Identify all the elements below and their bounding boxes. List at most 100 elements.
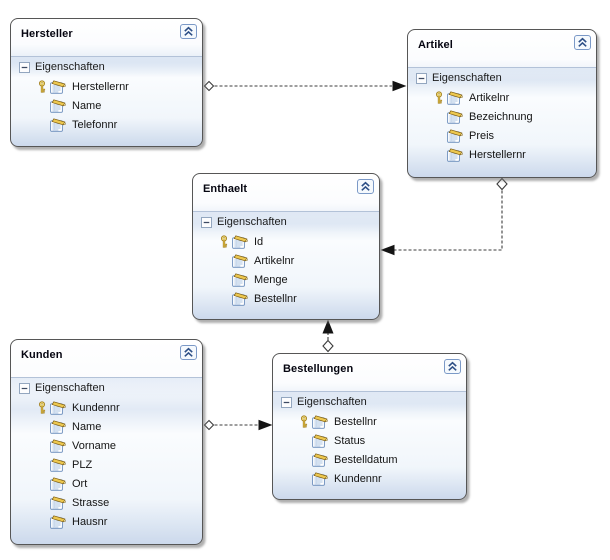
minus-box-icon[interactable] <box>416 73 427 84</box>
property-row[interactable]: Bestellnr <box>273 412 466 431</box>
entity-header: Artikel <box>408 30 596 67</box>
minus-box-icon[interactable] <box>281 397 292 408</box>
property-row[interactable]: Bestelldatum <box>273 450 466 469</box>
scalar-property-icon <box>447 129 463 143</box>
minus-box-icon[interactable] <box>19 62 30 73</box>
chevron-double-up-icon <box>180 345 197 360</box>
property-list: Artikelnr Bezeichnung Preis Herstellernr <box>408 88 596 164</box>
key-icon <box>37 80 47 93</box>
entity-header: Enthaelt <box>193 174 379 211</box>
property-name: Kundennr <box>72 401 120 414</box>
property-row[interactable]: Name <box>11 96 202 115</box>
property-row[interactable]: Bestellnr <box>193 289 379 308</box>
property-name: Status <box>334 434 366 447</box>
scalar-property-icon <box>232 273 248 287</box>
entity-artikel[interactable]: Artikel Eigenschaften Artikelnr Bezeichn… <box>407 29 597 178</box>
key-icon <box>299 415 309 428</box>
property-name: Id <box>254 235 264 248</box>
scalar-property-icon <box>312 434 328 448</box>
property-row[interactable]: Name <box>11 417 202 436</box>
property-name: Hausnr <box>72 515 108 528</box>
property-name: Bestellnr <box>254 292 297 305</box>
section-header-eigenschaften[interactable]: Eigenschaften <box>408 67 596 88</box>
entity-kunden[interactable]: Kunden Eigenschaften Kundennr Name <box>10 339 203 545</box>
collapse-entity-button[interactable] <box>574 35 591 50</box>
property-list: Id Artikelnr Menge Bestellnr <box>193 232 379 308</box>
collapse-entity-button[interactable] <box>444 359 461 374</box>
scalar-property-icon <box>50 99 66 113</box>
property-row[interactable]: Telefonnr <box>11 115 202 134</box>
property-row[interactable]: Artikelnr <box>193 251 379 270</box>
relationship-hersteller-artikel[interactable] <box>203 80 407 92</box>
property-row[interactable]: Herstellernr <box>11 77 202 96</box>
scalar-property-icon <box>50 458 66 472</box>
entity-hersteller[interactable]: Hersteller Eigenschaften Herstellernr Na… <box>10 18 203 147</box>
property-row[interactable]: Hausnr <box>11 512 202 531</box>
scalar-property-icon <box>50 420 66 434</box>
entity-bestellungen[interactable]: Bestellungen Eigenschaften Bestellnr Sta… <box>272 353 467 500</box>
property-row[interactable]: Id <box>193 232 379 251</box>
property-row[interactable]: Vorname <box>11 436 202 455</box>
property-row[interactable]: Artikelnr <box>408 88 596 107</box>
property-row[interactable]: Preis <box>408 126 596 145</box>
property-row[interactable]: Kundennr <box>11 398 202 417</box>
scalar-property-icon <box>50 80 66 94</box>
entity-title: Enthaelt <box>203 183 248 195</box>
property-name: Strasse <box>72 496 110 509</box>
section-header-eigenschaften[interactable]: Eigenschaften <box>273 391 466 412</box>
scalar-property-icon <box>447 110 463 124</box>
property-name: Artikelnr <box>469 91 510 104</box>
scalar-property-icon <box>447 91 463 105</box>
collapse-entity-button[interactable] <box>357 179 374 194</box>
property-name: Bestellnr <box>334 415 377 428</box>
minus-box-icon[interactable] <box>201 217 212 228</box>
property-row[interactable]: Menge <box>193 270 379 289</box>
collapse-entity-button[interactable] <box>180 345 197 360</box>
property-name: Menge <box>254 273 288 286</box>
property-name: Name <box>72 99 102 112</box>
relationship-bestellungen-enthaelt[interactable] <box>322 319 334 353</box>
scalar-property-icon <box>312 453 328 467</box>
property-row[interactable]: Herstellernr <box>408 145 596 164</box>
property-row[interactable]: Strasse <box>11 493 202 512</box>
property-name: Name <box>72 420 102 433</box>
key-icon <box>434 91 444 104</box>
scalar-property-icon <box>50 515 66 529</box>
property-row[interactable]: Kundennr <box>273 469 466 488</box>
relationship-artikel-enthaelt[interactable] <box>380 177 508 256</box>
entity-title: Hersteller <box>21 28 73 40</box>
property-list: Kundennr Name Vorname PLZ Ort <box>11 398 202 531</box>
property-name: Ort <box>72 477 88 490</box>
entity-title: Kunden <box>21 349 63 361</box>
property-name: Telefonnr <box>72 118 118 131</box>
section-header-eigenschaften[interactable]: Eigenschaften <box>11 377 202 398</box>
chevron-double-up-icon <box>357 179 374 194</box>
section-label: Eigenschaften <box>35 382 105 394</box>
collapse-entity-button[interactable] <box>180 24 197 39</box>
minus-box-icon[interactable] <box>19 383 30 394</box>
property-row[interactable]: PLZ <box>11 455 202 474</box>
section-header-eigenschaften[interactable]: Eigenschaften <box>193 211 379 232</box>
property-row[interactable]: Bezeichnung <box>408 107 596 126</box>
property-name: Bestelldatum <box>334 453 398 466</box>
property-name: Preis <box>469 129 495 142</box>
scalar-property-icon <box>312 415 328 429</box>
property-row[interactable]: Status <box>273 431 466 450</box>
key-icon <box>37 401 47 414</box>
relationship-kunden-bestellungen[interactable] <box>203 419 273 431</box>
property-name: Herstellernr <box>72 80 129 93</box>
chevron-double-up-icon <box>444 359 461 374</box>
scalar-property-icon <box>50 439 66 453</box>
scalar-property-icon <box>50 118 66 132</box>
property-row[interactable]: Ort <box>11 474 202 493</box>
entity-header: Kunden <box>11 340 202 377</box>
section-label: Eigenschaften <box>297 396 367 408</box>
section-label: Eigenschaften <box>35 61 105 73</box>
scalar-property-icon <box>50 401 66 415</box>
property-name: Kundennr <box>334 472 382 485</box>
scalar-property-icon <box>312 472 328 486</box>
property-name: Bezeichnung <box>469 110 533 123</box>
entity-enthaelt[interactable]: Enthaelt Eigenschaften Id Artikelnr <box>192 173 380 320</box>
section-header-eigenschaften[interactable]: Eigenschaften <box>11 56 202 77</box>
